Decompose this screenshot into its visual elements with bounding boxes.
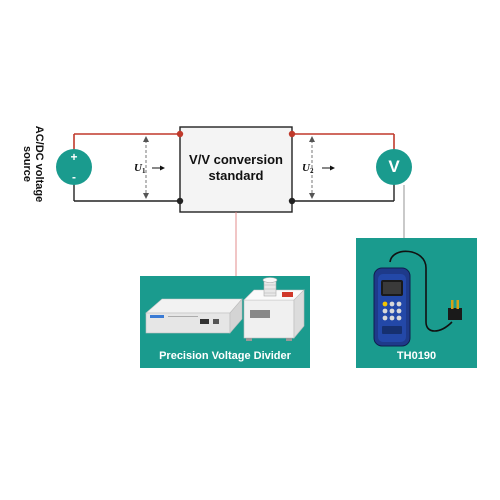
terminal-right-bottom — [288, 197, 296, 205]
u1-symbol: U — [134, 162, 142, 174]
terminal-left-top — [176, 130, 184, 138]
divider-flat-unit-button — [213, 319, 219, 324]
u1-arrow-top — [143, 136, 149, 142]
divider-flat-unit-display — [200, 319, 209, 324]
u1-direction-arrowhead — [160, 165, 165, 171]
meter-button-9 — [396, 315, 402, 321]
meter-button-3 — [396, 301, 402, 307]
insulator-top — [262, 277, 278, 283]
meter-panel: TH0190 — [356, 238, 477, 368]
u1-label: U1 — [134, 162, 145, 175]
meter-caption: TH0190 — [396, 350, 437, 362]
meter-plug-pin-left — [451, 300, 454, 309]
divider-foot-left — [246, 338, 252, 341]
divider-equipment-illustration — [145, 277, 305, 341]
u2-arrow-top — [309, 136, 315, 142]
divider-flat-unit — [145, 298, 243, 314]
divider-red-switch — [282, 292, 293, 297]
meter-button-4 — [382, 308, 388, 314]
divider-flat-unit-side — [229, 298, 243, 334]
terminal-left-bottom — [176, 197, 184, 205]
meter-button-7 — [382, 315, 388, 321]
meter-button-5 — [389, 308, 395, 314]
meter-label-strip — [382, 326, 402, 334]
voltage-source-symbol — [56, 149, 92, 185]
meter-illustration — [373, 250, 462, 347]
source-minus-sign: - — [72, 170, 76, 184]
meter-plug-pin-right — [456, 300, 459, 309]
terminal-right-top — [288, 130, 296, 138]
source-plus-sign: + — [70, 150, 78, 164]
meter-button-8 — [389, 315, 395, 321]
divider-flat-unit-logo — [150, 315, 164, 318]
u2-arrow-bottom — [309, 193, 315, 199]
voltmeter-v-glyph: V — [388, 157, 400, 176]
meter-screen-lcd — [383, 282, 401, 294]
divider-caption: Precision Voltage Divider — [159, 350, 291, 362]
u2-subscript: 2 — [309, 167, 314, 175]
divider-panel: Precision Voltage Divider — [140, 276, 310, 368]
u2-label: U2 — [302, 162, 313, 175]
divider-tall-unit-side — [293, 289, 305, 339]
divider-foot-right — [286, 338, 292, 341]
meter-button-1 — [382, 301, 388, 307]
meter-button-6 — [396, 308, 402, 314]
voltmeter-symbol — [376, 149, 412, 185]
meter-plug-body — [448, 308, 462, 320]
divider-tall-unit-front — [243, 299, 295, 339]
divider-terminal-block — [250, 310, 270, 318]
meter-probe-cable — [389, 250, 453, 332]
u2-direction-arrowhead — [330, 165, 335, 171]
source-label: AC/DC voltage source — [21, 125, 45, 203]
u1-subscript: 1 — [141, 167, 146, 175]
converter-label: V/V conversion standard — [189, 152, 283, 183]
meter-button-2 — [389, 301, 395, 307]
u2-symbol: U — [302, 162, 310, 174]
u1-arrow-bottom — [143, 193, 149, 199]
